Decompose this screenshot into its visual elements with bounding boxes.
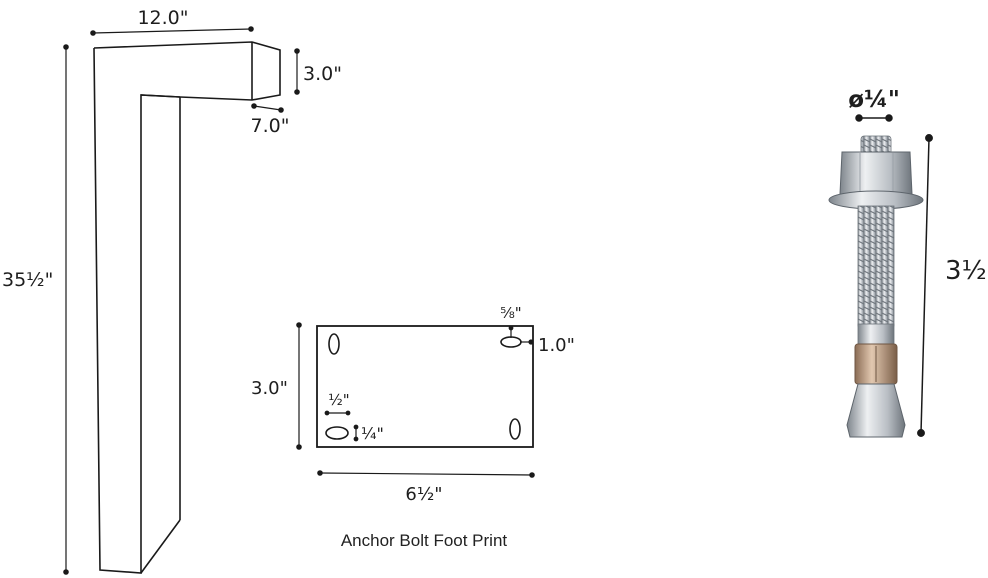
slot-hole-top-right xyxy=(500,336,522,348)
footprint-width-label: 6½" xyxy=(405,484,442,505)
slot-hole-top-left xyxy=(328,333,340,355)
footprint-plate xyxy=(316,325,534,448)
slot-hole-bottom-left xyxy=(325,426,349,440)
post-drawing xyxy=(93,41,281,574)
post-top-width-label: 12.0" xyxy=(137,7,188,29)
post-front-edge xyxy=(140,94,181,98)
hole-offset-label: 1.0" xyxy=(538,335,575,356)
post-arm-depth-label: 7.0" xyxy=(251,115,290,137)
hole-width-top-label: ⅝" xyxy=(500,304,521,322)
hole-height-label: ¼" xyxy=(361,424,384,443)
footprint-caption: Anchor Bolt Foot Print xyxy=(341,531,508,550)
footprint-drawing xyxy=(316,325,534,448)
post-arm-height-label: 3.0" xyxy=(303,63,342,85)
bolt-length-label: 3½" xyxy=(945,256,988,286)
post-dimensions xyxy=(63,26,300,575)
footprint-dimensions xyxy=(296,322,535,478)
footprint-height-label: 3.0" xyxy=(251,378,288,399)
post-height-label: 35½" xyxy=(2,269,53,291)
hole-width-bottom-label: ½" xyxy=(328,391,349,409)
bolt-dimensions xyxy=(855,114,933,437)
post-outline xyxy=(93,41,281,574)
slot-hole-bottom-right xyxy=(509,418,521,440)
bolt-diameter-label: ø¼" xyxy=(848,87,900,113)
post-bottom-taper xyxy=(140,519,181,574)
anchor-bolt-image xyxy=(828,135,924,438)
